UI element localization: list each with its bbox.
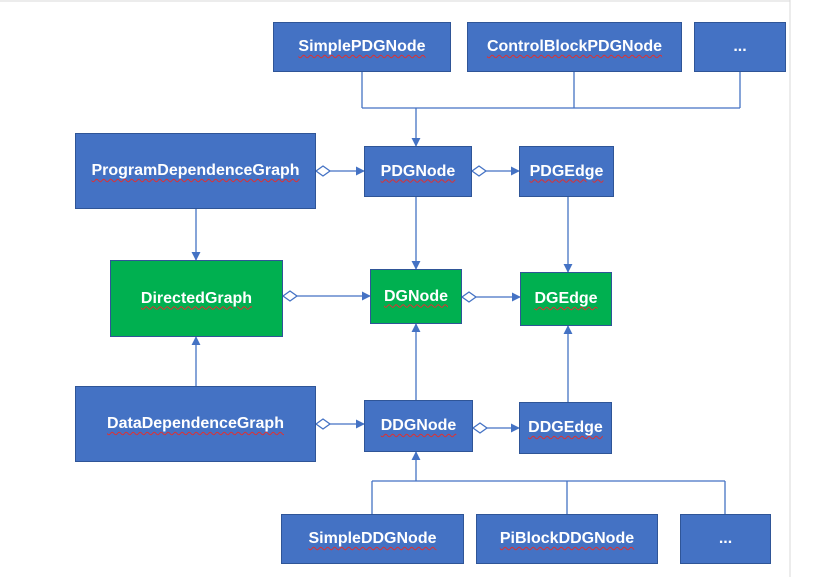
dg-edge-label: DGEdge <box>534 290 598 307</box>
data-dependence-graph-box: DataDependenceGraph <box>75 386 316 462</box>
more-ddg-nodes-label: ... <box>718 530 733 547</box>
pi-block-ddg-node-label: PiBlockDDGNode <box>499 530 635 547</box>
ddg-edge-label: DDGEdge <box>528 419 603 436</box>
aggregation-diamond-directed-graph <box>281 290 299 302</box>
simple-ddg-node-label: SimpleDDGNode <box>308 530 437 547</box>
aggregation-diamond-dg-node <box>460 291 478 303</box>
directed-graph-box: DirectedGraph <box>110 260 283 337</box>
dg-node-box: DGNode <box>370 269 462 324</box>
dg-edge-box: DGEdge <box>520 272 612 326</box>
pdg-node-label: PDGNode <box>380 162 456 180</box>
aggregation-diamond-ddg-node <box>471 422 489 434</box>
control-block-pdg-node-box: ControlBlockPDGNode <box>467 22 682 72</box>
pdg-edge-label: PDGEdge <box>529 162 604 180</box>
more-pdg-nodes-label: ... <box>733 38 747 55</box>
simple-pdg-node-label: SimplePDGNode <box>298 38 426 55</box>
pdg-node-box: PDGNode <box>364 146 472 197</box>
program-dependence-graph-label: ProgramDependenceGraph <box>91 162 300 179</box>
pdg-edge-box: PDGEdge <box>519 146 614 197</box>
ddg-node-box: DDGNode <box>364 400 473 452</box>
ddg-edge-box: DDGEdge <box>519 402 612 454</box>
ddg-node-label: DDGNode <box>380 417 457 434</box>
pi-block-ddg-node-box: PiBlockDDGNode <box>476 514 658 564</box>
more-ddg-nodes-box: ... <box>680 514 771 564</box>
simple-pdg-node-box: SimplePDGNode <box>273 22 451 72</box>
directed-graph-label: DirectedGraph <box>140 289 253 307</box>
program-dependence-graph-box: ProgramDependenceGraph <box>75 133 316 209</box>
dg-node-label: DGNode <box>384 287 448 305</box>
data-dependence-graph-label: DataDependenceGraph <box>107 415 284 432</box>
more-pdg-nodes-box: ... <box>694 22 786 72</box>
simple-ddg-node-box: SimpleDDGNode <box>281 514 464 564</box>
aggregation-diamond-pdg <box>314 165 332 177</box>
aggregation-diamond-ddg <box>314 418 332 430</box>
aggregation-diamond-pdg-node <box>470 165 488 177</box>
control-block-pdg-node-label: ControlBlockPDGNode <box>486 38 663 55</box>
